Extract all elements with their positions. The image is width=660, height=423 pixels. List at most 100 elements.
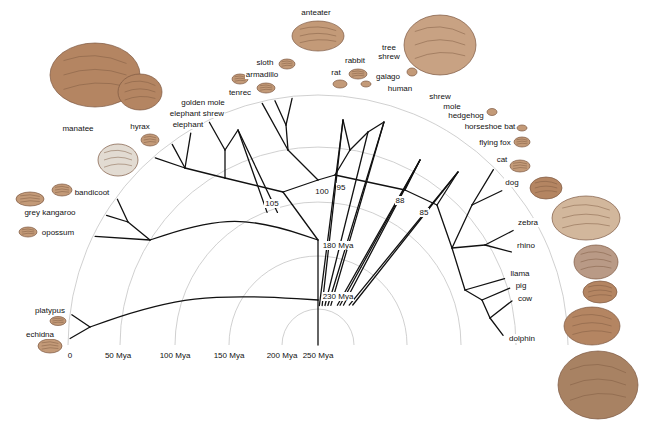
brain-outline xyxy=(407,68,417,76)
tree-branch xyxy=(465,290,482,300)
species-label: llama xyxy=(509,269,530,278)
species-label: bandicoot xyxy=(74,188,111,197)
species-label: armadillo xyxy=(245,70,279,79)
brain-fold xyxy=(572,323,611,326)
brain-fold xyxy=(144,141,157,142)
brain-fold xyxy=(588,295,612,297)
tree-branch xyxy=(283,192,318,240)
tree-branch xyxy=(224,150,225,178)
brain-outline xyxy=(98,144,138,176)
brain-picture xyxy=(52,184,72,196)
tree-branch xyxy=(128,222,150,240)
brain-outline xyxy=(558,351,638,419)
brain-pictures xyxy=(16,15,638,419)
tree-branches xyxy=(70,98,513,345)
tree-branch xyxy=(225,130,238,150)
tree-branch xyxy=(283,180,318,192)
brain-picture xyxy=(19,227,37,237)
brain-fold xyxy=(125,89,156,92)
tree-branch xyxy=(452,248,465,290)
tree-branch xyxy=(209,122,225,150)
species-label: manatee xyxy=(61,124,94,133)
brain-fold xyxy=(352,75,365,76)
brain-picture xyxy=(361,81,371,87)
brain-picture xyxy=(16,192,44,206)
brain-fold xyxy=(572,331,611,335)
divergence-time: 105 xyxy=(264,199,279,208)
tree-branch xyxy=(150,221,318,240)
species-label: rat xyxy=(330,68,341,77)
brain-fold xyxy=(144,139,157,140)
brain-picture xyxy=(279,59,295,69)
brain-picture xyxy=(98,144,138,176)
brain-outline xyxy=(361,81,371,87)
species-label: elephant xyxy=(172,120,205,129)
tree-branch xyxy=(286,98,292,125)
brain-fold xyxy=(562,205,610,210)
species-label: elephant shrew xyxy=(169,109,225,118)
brain-picture xyxy=(564,307,620,345)
species-label: tree shrew xyxy=(376,43,402,61)
tree-branch xyxy=(485,245,511,252)
divergence-time: 100 xyxy=(314,187,329,196)
brain-picture xyxy=(50,317,66,326)
brain-picture xyxy=(333,80,347,88)
brain-outline xyxy=(279,59,295,69)
brain-outline xyxy=(517,125,527,131)
tree-branch xyxy=(328,122,384,305)
divergence-time: 88 xyxy=(395,196,406,205)
brain-picture xyxy=(292,21,344,51)
tree-branch xyxy=(70,327,90,339)
brain-fold xyxy=(22,231,35,233)
brain-picture xyxy=(257,83,275,93)
species-label: rhino xyxy=(516,241,536,250)
brain-outline xyxy=(552,196,620,240)
brain-fold xyxy=(52,318,63,319)
brain-outline xyxy=(333,80,347,88)
brain-fold xyxy=(516,141,527,143)
brain-outline xyxy=(141,134,159,146)
brain-outline xyxy=(530,177,562,199)
tree-branch xyxy=(465,279,505,290)
species-label: anteater xyxy=(300,8,331,17)
brain-fold xyxy=(281,65,292,66)
divergence-time: 95 xyxy=(336,183,347,192)
tree-branch xyxy=(490,301,512,318)
brain-outline xyxy=(50,317,66,326)
brain-picture xyxy=(118,74,162,110)
tree-branch xyxy=(322,120,343,305)
brain-fold xyxy=(415,52,465,58)
tree-branch xyxy=(353,172,458,305)
brain-fold xyxy=(581,259,612,262)
brain-fold xyxy=(513,162,527,163)
brain-fold xyxy=(260,85,273,86)
species-label: pig xyxy=(515,281,528,290)
tree-branch xyxy=(275,101,286,125)
brain-outline xyxy=(19,227,37,237)
species-label: hyrax xyxy=(129,122,151,131)
tree-branch xyxy=(225,178,283,192)
brain-fold xyxy=(281,61,292,62)
brain-fold xyxy=(588,285,612,288)
brain-fold xyxy=(300,40,336,43)
brain-fold xyxy=(234,80,245,81)
brain-picture xyxy=(558,351,638,419)
brain-fold xyxy=(52,320,63,322)
species-label: tenrec xyxy=(228,88,252,97)
tree-branch xyxy=(95,236,150,240)
brain-fold xyxy=(22,233,35,234)
brain-outline xyxy=(514,137,530,147)
brain-fold xyxy=(516,143,527,144)
tree-branch xyxy=(482,300,490,318)
time-arc xyxy=(120,147,516,345)
brain-picture xyxy=(487,109,497,116)
brain-outline xyxy=(404,15,476,75)
brain-fold xyxy=(125,96,156,100)
species-label: galago xyxy=(375,72,401,81)
axis-tick: 250 Mya xyxy=(302,351,335,360)
brain-outline xyxy=(52,184,72,196)
brain-picture xyxy=(141,134,159,146)
tree-branch xyxy=(185,168,225,178)
species-label: mole xyxy=(442,102,461,111)
